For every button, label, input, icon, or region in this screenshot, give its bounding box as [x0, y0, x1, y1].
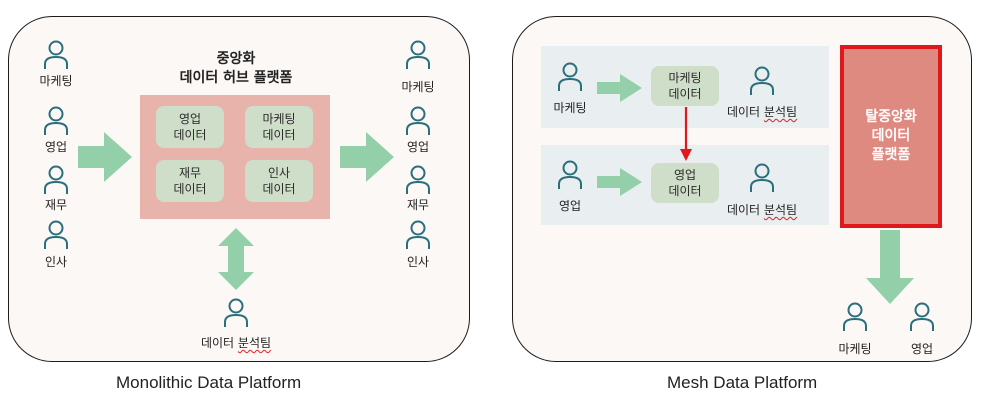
finance-data-line1: 재무 — [178, 166, 202, 180]
mesh-user-sales: 영업 — [558, 199, 582, 213]
decentral-line1: 탈중앙화 — [865, 109, 917, 125]
person-icon — [558, 160, 582, 189]
mesh-sales-data-line1: 영업 — [673, 168, 697, 182]
mesh-marketing-data-box: 마케팅 데이터 — [651, 66, 719, 106]
mesh-analyst-team-1: 데이터 분석팀 — [727, 103, 797, 120]
mesh-bottom-user-sales: 영업 — [910, 342, 934, 356]
analyst-team-label: 데이터 분석팀 — [201, 334, 271, 351]
person-icon — [843, 302, 867, 331]
arrow-marketing-to-data — [597, 74, 642, 102]
left-user-marketing: 마케팅 — [39, 74, 73, 88]
person-icon — [750, 163, 774, 192]
monolithic-caption: Monolithic Data Platform — [116, 373, 302, 392]
mesh-marketing-data-line1: 마케팅 — [668, 71, 702, 85]
arrow-sales-to-data — [597, 168, 642, 196]
right-user-sales: 영업 — [406, 140, 430, 154]
person-icon — [44, 165, 68, 194]
mesh-user-marketing: 마케팅 — [553, 101, 587, 115]
hub-title: 중앙화 데이터 허브 플랫폼 — [180, 50, 293, 88]
left-user-sales: 영업 — [44, 140, 68, 154]
person-icon — [406, 220, 430, 249]
sales-data-line1: 영업 — [178, 112, 202, 126]
mesh-bottom-user-marketing: 마케팅 — [838, 342, 872, 356]
mesh-analyst-team-2: 데이터 분석팀 — [727, 201, 797, 218]
mesh-marketing-data-line2: 데이터 — [668, 87, 702, 101]
mesh-caption: Mesh Data Platform — [667, 373, 818, 392]
mesh-sales-data-box: 영업 데이터 — [651, 163, 719, 203]
left-user-hr: 인사 — [44, 255, 68, 269]
sales-data-line2: 데이터 — [173, 128, 207, 142]
arrow-platform-to-users — [866, 230, 914, 304]
person-icon — [224, 298, 248, 327]
left-user-finance: 재무 — [44, 198, 68, 212]
person-icon — [910, 302, 934, 331]
mesh-analyst-team-2-a: 데이터 — [726, 203, 761, 217]
decentralized-platform-box: 탈중앙화 데이터 플랫폼 — [840, 45, 942, 228]
marketing-data-line1: 마케팅 — [262, 112, 296, 126]
hr-data-line2: 데이터 — [262, 182, 296, 196]
person-icon — [44, 106, 68, 135]
decentral-line2: 데이터 — [871, 128, 911, 144]
decentral-line3: 플랫폼 — [871, 147, 911, 163]
hub-title-line1: 중앙화 — [216, 51, 256, 67]
analyst-team-label-b: 분석팀 — [237, 336, 272, 350]
marketing-data-box: 마케팅 데이터 — [245, 106, 313, 148]
arrow-users-to-hub — [78, 132, 132, 182]
person-icon — [558, 62, 582, 91]
right-user-marketing: 마케팅 — [401, 80, 435, 94]
right-user-hr: 인사 — [406, 255, 430, 269]
sales-data-box: 영업 데이터 — [156, 106, 224, 148]
person-icon — [406, 165, 430, 194]
person-icon — [406, 106, 430, 135]
finance-data-line2: 데이터 — [173, 182, 207, 196]
mesh-analyst-team-1-b: 분석팀 — [763, 105, 798, 119]
analyst-team-label-a: 데이터 — [200, 336, 235, 350]
arrow-hub-to-users — [340, 132, 394, 182]
person-icon — [750, 66, 774, 95]
marketing-data-line2: 데이터 — [262, 128, 296, 142]
person-icon — [44, 40, 68, 69]
right-user-finance: 재무 — [406, 198, 430, 212]
mesh-analyst-team-1-a: 데이터 — [726, 105, 761, 119]
person-icon — [44, 220, 68, 249]
finance-data-box: 재무 데이터 — [156, 160, 224, 202]
hub-title-line2: 데이터 허브 플랫폼 — [179, 70, 293, 86]
arrow-hub-analyst-bidirectional — [218, 228, 254, 290]
red-arrow-head — [680, 149, 692, 161]
person-icon — [406, 40, 430, 69]
hr-data-line1: 인사 — [267, 166, 291, 180]
mesh-analyst-team-2-b: 분석팀 — [763, 203, 798, 217]
mesh-sales-data-line2: 데이터 — [668, 184, 702, 198]
hr-data-box: 인사 데이터 — [245, 160, 313, 202]
